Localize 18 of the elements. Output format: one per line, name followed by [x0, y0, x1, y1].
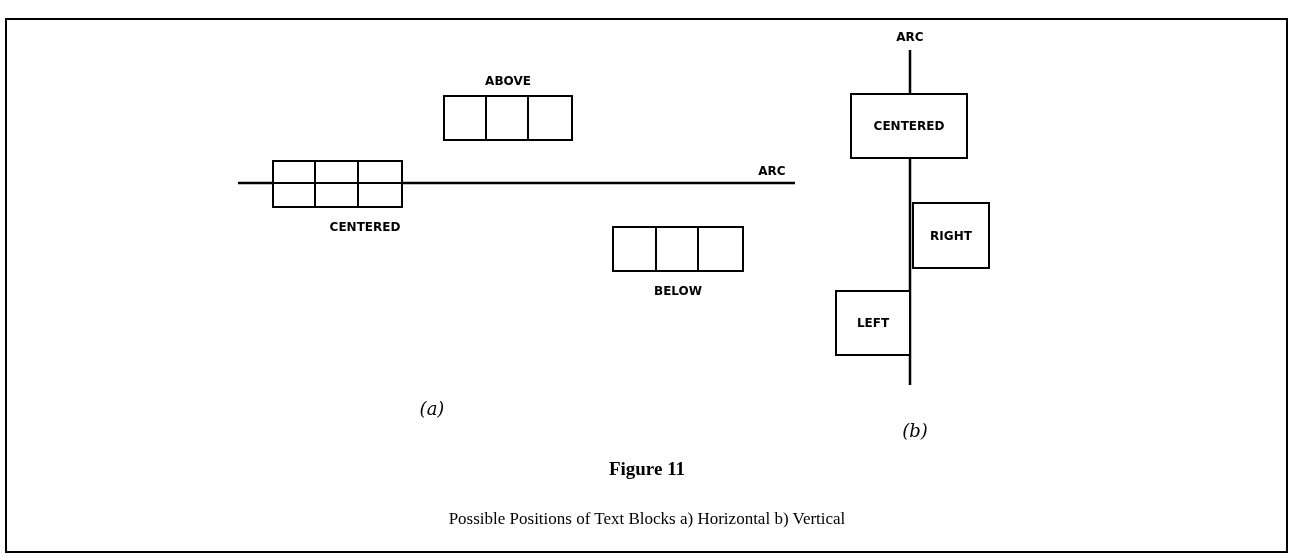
text-block-box [912, 202, 990, 269]
arc-label: ARC [896, 30, 924, 44]
position-label: LEFT [856, 316, 890, 330]
position-label: CENTERED [329, 220, 401, 234]
position-label: CENTERED [873, 119, 945, 133]
panel-label: (a) [419, 398, 445, 419]
arc-label: ARC [758, 164, 786, 178]
text-block-box [850, 93, 968, 159]
position-label: BELOW [654, 284, 702, 298]
text-block-cells [272, 160, 403, 208]
position-label: ABOVE [485, 74, 531, 88]
text-block-box [835, 290, 911, 356]
text-block-cells [443, 95, 573, 141]
panel-label: (b) [902, 420, 928, 441]
figure-caption: Possible Positions of Text Blocks a) Horizontal b) Vertical [448, 509, 846, 529]
position-label: RIGHT [930, 228, 972, 243]
figure-title: Figure 11 [608, 458, 686, 480]
text-block-cells [612, 226, 744, 272]
